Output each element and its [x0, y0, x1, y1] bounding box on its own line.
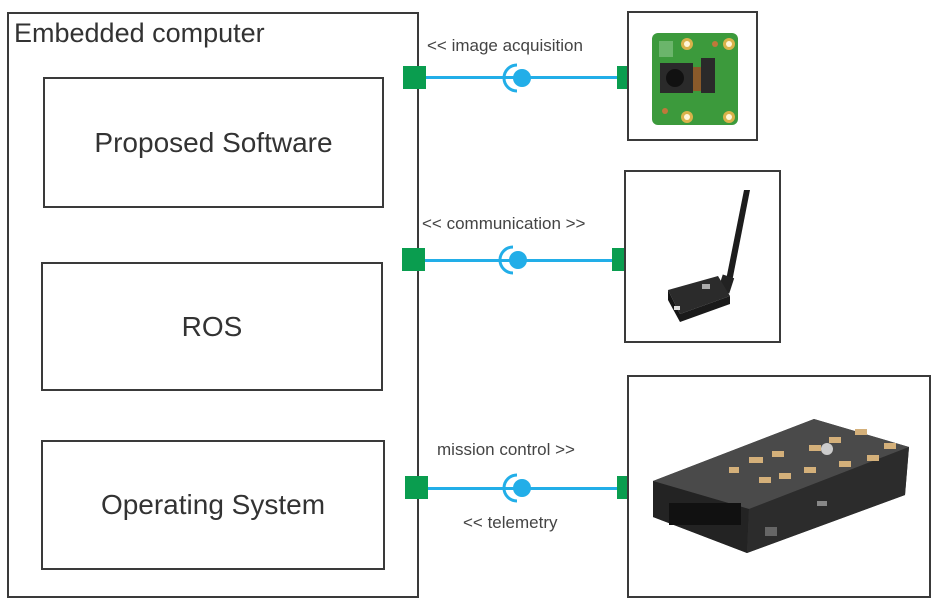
camera-module-image [652, 33, 738, 125]
flight-controller-image [653, 419, 909, 553]
proposed-software-box: Proposed Software [43, 77, 384, 208]
communication-port-left [402, 248, 425, 271]
camera-module-frame [627, 11, 758, 141]
communication-connector-line [425, 259, 615, 262]
flight-controller-frame [627, 375, 931, 598]
proposed-software-label: Proposed Software [94, 126, 333, 158]
image-acquisition-port-left [403, 66, 426, 89]
mission-control-connector-line [425, 487, 618, 490]
ros-label: ROS [181, 310, 243, 342]
mission-control-port-left [405, 476, 428, 499]
radio-module-frame [624, 170, 781, 343]
radio-module-image [668, 190, 750, 322]
mission-control-label: mission control >> [437, 440, 575, 459]
image-acquisition-connector-line [425, 76, 618, 79]
ros-box: ROS [41, 262, 383, 391]
embedded-computer-title: Embedded computer [14, 18, 265, 48]
telemetry-label: << telemetry [463, 513, 558, 532]
operating-system-label: Operating System [100, 489, 326, 520]
operating-system-box: Operating System [41, 440, 385, 570]
image-acquisition-label: << image acquisition [427, 36, 583, 55]
communication-label: << communication >> [422, 214, 586, 233]
